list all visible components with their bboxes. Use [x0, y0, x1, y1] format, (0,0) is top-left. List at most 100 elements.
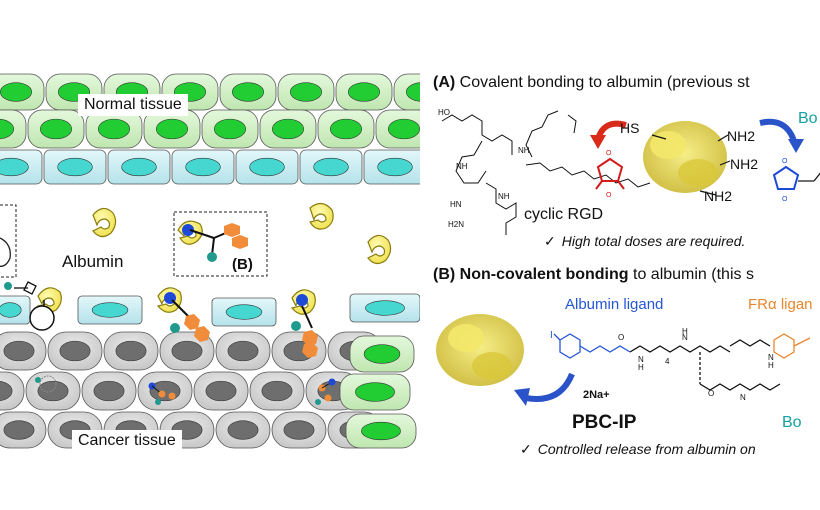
tissue-schematic — [0, 73, 420, 449]
endothelial-cell — [349, 293, 420, 323]
maleimide-blue: O O — [772, 158, 820, 203]
amine-label-1: NH2 — [727, 128, 755, 144]
svg-text:O: O — [782, 158, 788, 165]
iodo-label: I — [550, 330, 553, 341]
cancer-cell — [0, 411, 47, 449]
cyclic-rgd-label: cyclic RGD — [524, 206, 604, 223]
albumin-ligand-complex-b — [177, 220, 248, 262]
cancer-cell — [215, 331, 271, 371]
cancer-cell — [81, 371, 137, 411]
fr-ligand-label: FRα ligan — [748, 296, 813, 313]
normal-cell — [375, 109, 420, 149]
endothelial-cell — [363, 149, 420, 185]
svg-text:O: O — [606, 150, 612, 157]
nh-label-2: NH — [518, 146, 530, 155]
iodophenyl-butanoyl — [553, 333, 631, 359]
nh2-label-rgd: H2N — [448, 220, 464, 229]
h-label-2: H — [682, 327, 688, 336]
albumin-free — [92, 202, 392, 265]
nh-label-3: NH — [498, 192, 510, 201]
normal-cell — [393, 73, 420, 111]
panel-b-bottom-text-right: Bo — [782, 414, 802, 431]
cancer-cell — [193, 371, 249, 411]
normal-cell — [345, 413, 417, 449]
blue-curved-arrow — [759, 118, 797, 143]
n-label-4: N — [740, 393, 746, 402]
cancer-cell — [137, 371, 193, 411]
panel-a-header: (A) Covalent bonding to albumin (previou… — [433, 74, 750, 92]
endothelial-cell — [43, 149, 107, 185]
cancer-cell — [271, 331, 327, 371]
normal-cell — [27, 109, 85, 149]
panel-b-check: ✓ — [520, 441, 532, 457]
blue-release-arrow — [525, 372, 575, 402]
normal-cell — [143, 109, 201, 149]
amine-label-text-2: NH2 — [730, 156, 759, 172]
svg-text:O: O — [782, 196, 788, 203]
endothelial-row-bottom — [0, 293, 420, 327]
albumin-ligand-complex-3 — [290, 289, 318, 358]
covalent-complex-a — [0, 237, 11, 267]
subscript-4: 4 — [665, 357, 670, 366]
panel-a-note-text: High total doses are required. — [561, 233, 746, 249]
cancer-cell — [215, 411, 271, 449]
endothelial-cell — [235, 149, 299, 185]
albumin-ligand-complex-2 — [156, 287, 210, 342]
albumin-complex-left — [4, 281, 62, 331]
nh-label-1: NH — [456, 162, 468, 171]
panel-b-structures: O N H N H N H O N — [436, 314, 811, 406]
normal-cell-row-middle — [0, 109, 420, 149]
n-label-1: N — [638, 355, 644, 364]
counterion-label: 2Na+ — [583, 389, 610, 401]
panel-b-note: ✓ Controlled release from albumin on — [520, 441, 756, 458]
cancer-cell-row-2 — [0, 371, 411, 411]
o-label-2: O — [708, 389, 714, 398]
endothelial-cell — [211, 297, 277, 327]
normal-cell — [219, 73, 277, 111]
inset-box-a — [0, 204, 17, 278]
amine-label-3: NH2 — [704, 188, 732, 204]
panel-a-title: Covalent bonding to albumin (previous st — [459, 74, 750, 91]
normal-cell — [201, 109, 259, 149]
cancer-cell-row-3 — [0, 411, 417, 449]
cancer-cell — [47, 331, 103, 371]
compound-name: PBC-IP — [572, 412, 637, 433]
panel-b-note-text: Controlled release from albumin on — [537, 441, 756, 457]
panel-b-title-bold: Non-covalent bonding — [459, 266, 629, 283]
amine-label-2: NH2 — [730, 156, 758, 172]
panel-a-check: ✓ — [544, 233, 556, 249]
ho-label: HO — [438, 108, 450, 117]
o-label-1: O — [618, 333, 624, 342]
h-label-1: H — [638, 363, 644, 372]
endothelial-cell — [107, 149, 171, 185]
normal-cell-row-top — [0, 73, 420, 111]
albumin-protein-a — [643, 121, 727, 193]
intracellular-ligands — [35, 375, 336, 405]
endothelial-cell — [299, 149, 363, 185]
normal-cell — [85, 109, 143, 149]
panel-b-letter: (B) — [433, 266, 456, 283]
albumin-protein-b — [436, 314, 524, 386]
panel-b-header: (B) Non-covalent bonding to albumin (thi… — [433, 266, 754, 284]
cancer-cell — [249, 371, 305, 411]
inset-b-label: (B) — [232, 256, 253, 273]
amine-label-text-3: NH2 — [704, 188, 733, 204]
normal-cell — [349, 335, 415, 373]
endothelial-cell — [77, 295, 143, 325]
thiol-label: HS — [620, 120, 640, 136]
normal-cell — [335, 73, 393, 111]
endothelial-cell — [0, 295, 31, 325]
endothelial-cell — [0, 149, 43, 185]
h-label-3: H — [768, 361, 774, 370]
fr-ligand-aryl — [773, 333, 811, 359]
nh-label-4: HN — [450, 200, 462, 209]
endothelial-cell — [171, 149, 235, 185]
inset-box-b — [173, 211, 268, 277]
n-label-3: N — [768, 353, 774, 362]
n-label-2: N — [682, 333, 688, 342]
panel-a-letter: (A) — [433, 74, 456, 91]
normal-cell — [0, 109, 27, 149]
svg-text:O: O — [606, 192, 612, 199]
cancer-tissue-label: Cancer tissue — [72, 430, 182, 452]
cyclic-rgd-structure — [441, 110, 651, 235]
